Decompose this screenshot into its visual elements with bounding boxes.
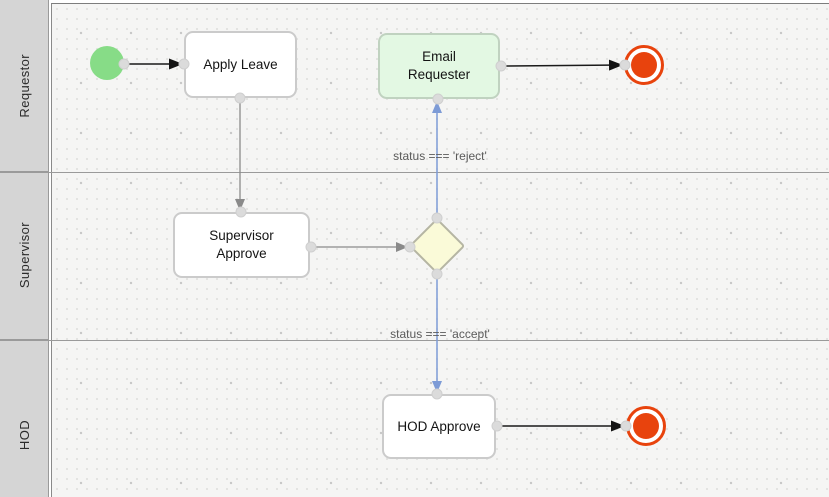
end-event-accept[interactable]	[626, 406, 666, 446]
task-label: HOD Approve	[397, 418, 481, 434]
task-label: Apply Leave	[203, 56, 278, 72]
task-email-requester[interactable]: Email Requester	[378, 33, 500, 99]
lane-header-hod[interactable]: HOD	[0, 340, 48, 497]
start-event[interactable]	[90, 46, 124, 80]
lane-label-hod: HOD	[16, 419, 32, 451]
lane-label-supervisor: Supervisor	[16, 222, 32, 289]
lane-label-requestor: Requestor	[16, 53, 32, 118]
lane-header-requestor[interactable]: Requestor	[0, 0, 48, 172]
flow-label-reject[interactable]: status === 'reject'	[393, 149, 487, 163]
task-supervisor-approve[interactable]: Supervisor Approve	[173, 212, 310, 278]
end-event-core	[633, 413, 659, 439]
end-event-reject[interactable]	[624, 45, 664, 85]
lane-divider	[0, 340, 829, 341]
flow-label-accept[interactable]: status === 'accept'	[390, 327, 490, 341]
task-label: Email Requester	[407, 49, 471, 82]
lane-divider	[0, 172, 829, 173]
end-event-core	[631, 52, 657, 78]
task-apply-leave[interactable]: Apply Leave	[184, 31, 297, 98]
lane-header-supervisor[interactable]: Supervisor	[0, 172, 48, 340]
lane-header-strip: Requestor Supervisor HOD	[0, 0, 49, 497]
task-label: Supervisor Approve	[209, 228, 274, 261]
task-hod-approve[interactable]: HOD Approve	[382, 394, 496, 459]
